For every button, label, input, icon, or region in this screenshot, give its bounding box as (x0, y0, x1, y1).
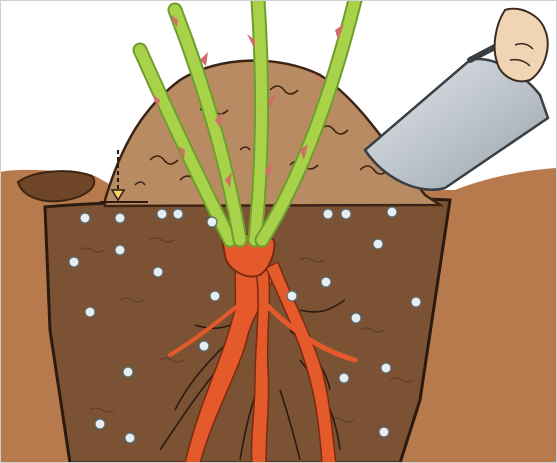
hand-icon (495, 9, 548, 82)
